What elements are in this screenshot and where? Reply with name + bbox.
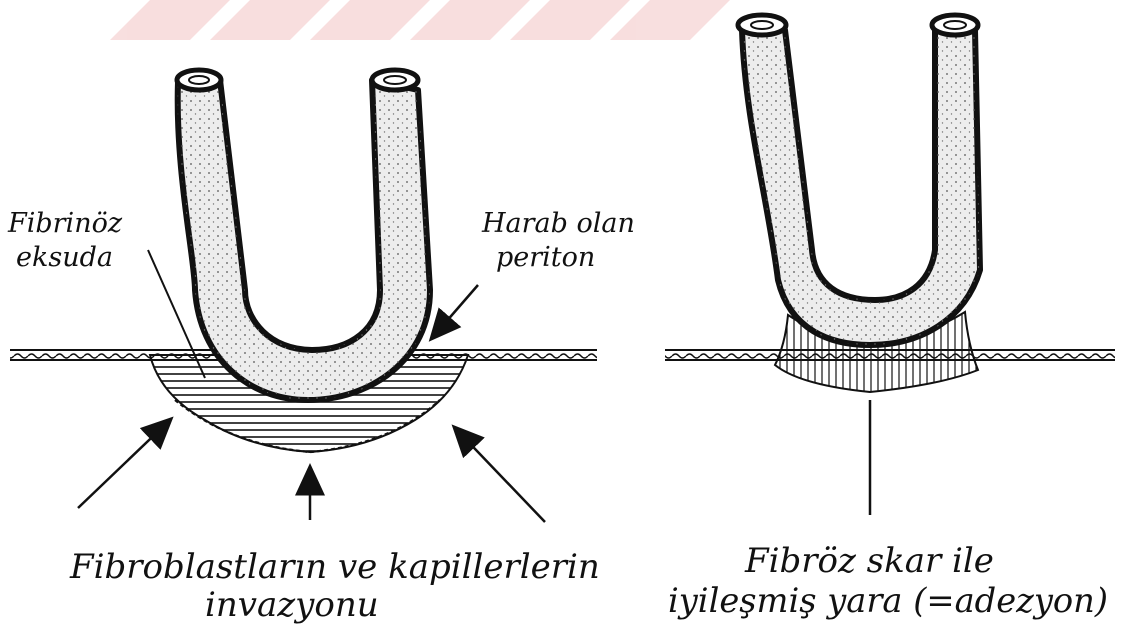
arrow-icon: [455, 428, 545, 522]
watermark-stripes: [110, 0, 730, 40]
label-fibrinoz-eksuda-line2: eksuda: [16, 242, 113, 273]
left-caption-line2: invazyonu: [205, 585, 379, 625]
left-caption-line1: Fibroblastların ve kapillerlerin: [69, 547, 600, 587]
label-harab-olan-line1: Harab olan: [481, 208, 635, 239]
arrow-icon: [78, 420, 170, 508]
harab-pointer-arrow-icon: [432, 285, 478, 338]
right-caption-line2: iyileşmiş yara (=adezyon): [668, 581, 1108, 621]
right-panel: Fibröz skar ile iyileşmiş yara (=adezyon…: [665, 15, 1115, 621]
label-fibrinoz-eksuda-line1: Fibrinöz: [7, 208, 123, 239]
right-caption-line1: Fibröz skar ile: [744, 541, 994, 581]
label-harab-olan-line2: periton: [496, 242, 595, 273]
left-panel: Fibrinöz eksuda Harab olan periton Fibro…: [7, 70, 635, 625]
